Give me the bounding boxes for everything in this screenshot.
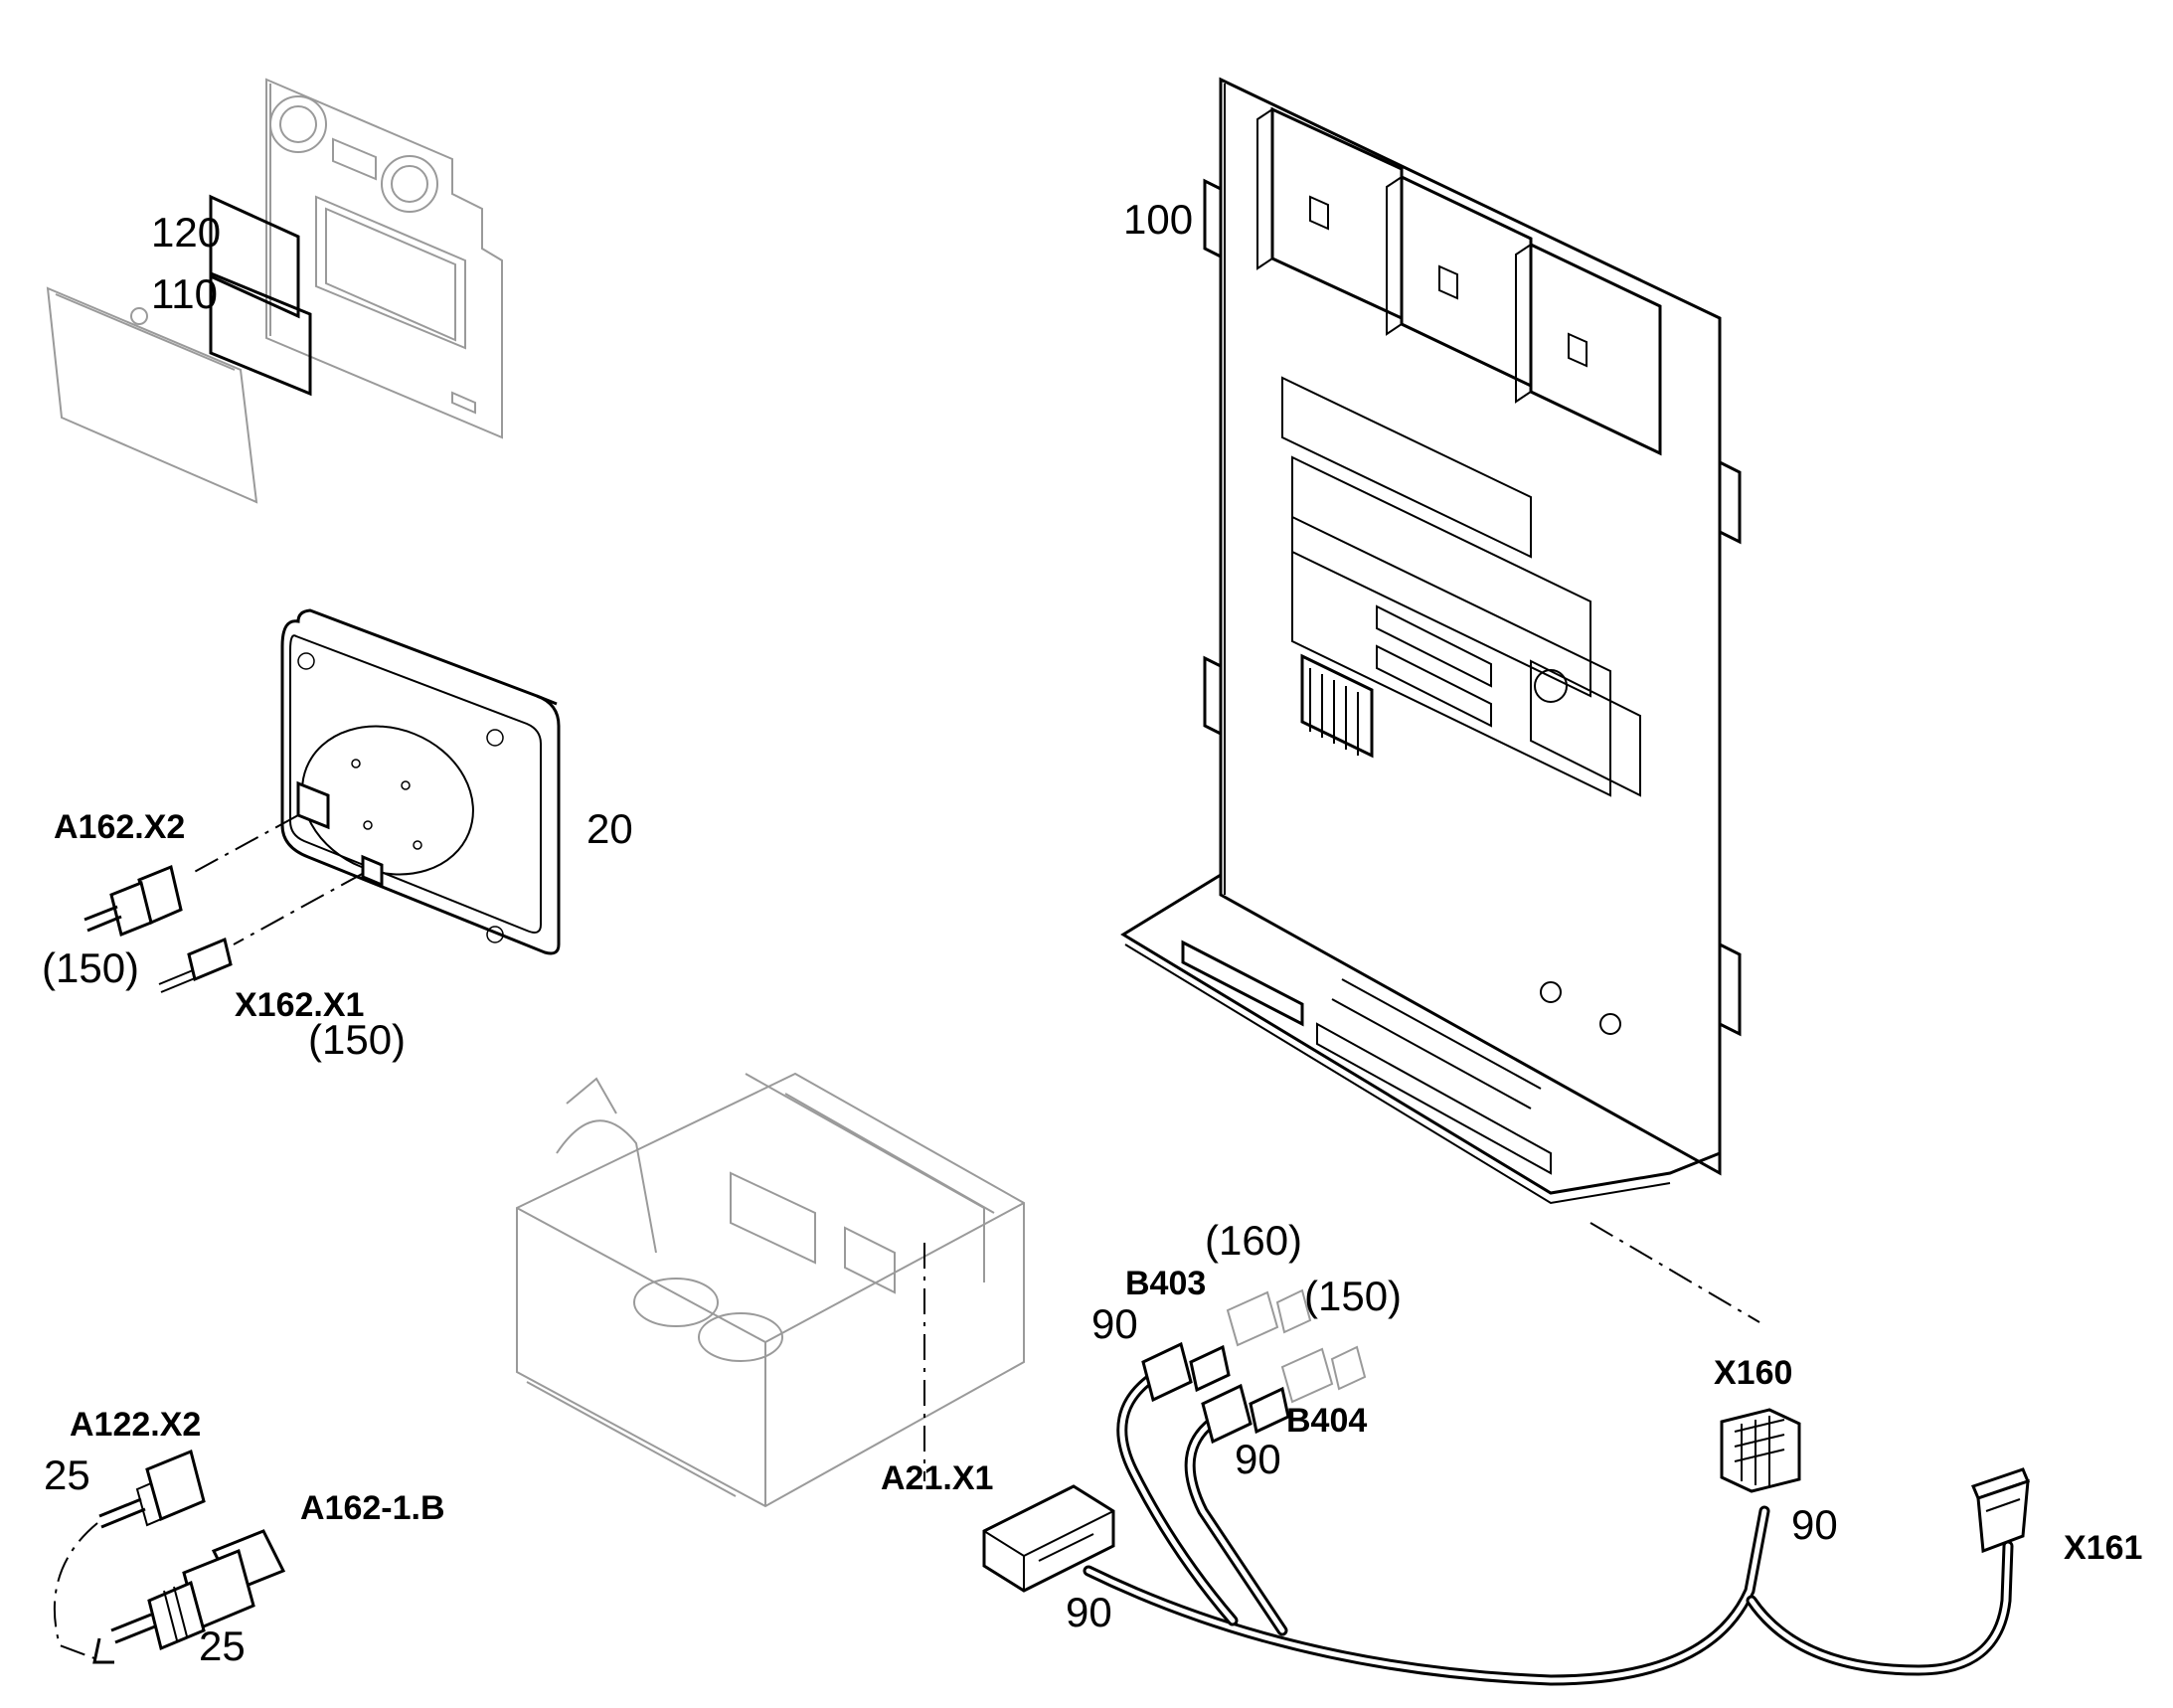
sensor-a122-x2-drawing bbox=[98, 1449, 206, 1529]
callout-150-left: (150) bbox=[42, 944, 139, 991]
callout-90-b404: 90 bbox=[1235, 1436, 1281, 1482]
callout-110: 110 bbox=[151, 270, 218, 317]
callout-90-b403: 90 bbox=[1091, 1300, 1138, 1347]
ecu-modules-drawing bbox=[1256, 106, 1662, 456]
insert-120-drawing bbox=[209, 194, 300, 319]
connector-x161-drawing bbox=[1970, 1467, 2031, 1554]
hvac-unit-drawing bbox=[516, 1072, 1025, 1508]
callout-100: 100 bbox=[1123, 196, 1193, 243]
connector-b403-drawing bbox=[1141, 1341, 1231, 1403]
panel-bezel-drawing bbox=[265, 78, 503, 439]
callout-x162-x1: X162.X1 bbox=[235, 986, 364, 1024]
callout-20: 20 bbox=[586, 805, 633, 852]
connector-x160-drawing bbox=[1720, 1408, 1801, 1493]
fuse-block-drawing bbox=[1181, 939, 1621, 1175]
sensor-a162-1b-drawing bbox=[92, 1529, 286, 1664]
display-unit-drawing bbox=[280, 608, 561, 955]
connector-x162-x1-drawing bbox=[158, 872, 365, 993]
callout-a21-x1: A21.X1 bbox=[881, 1459, 993, 1497]
callout-a162-1b: A162-1.B bbox=[300, 1489, 445, 1527]
callout-25-top: 25 bbox=[44, 1452, 90, 1498]
callout-a122-x2: A122.X2 bbox=[70, 1406, 201, 1444]
connector-160-drawing bbox=[1226, 1288, 1312, 1347]
callout-120: 120 bbox=[151, 209, 221, 256]
callout-150-x162: (150) bbox=[308, 1016, 406, 1063]
insert-110-drawing bbox=[209, 270, 312, 397]
callout-90-a21: 90 bbox=[1066, 1589, 1112, 1635]
connector-a162-x2-drawing bbox=[84, 814, 299, 938]
callout-25-bottom: 25 bbox=[199, 1623, 246, 1669]
callout-a162-x2: A162.X2 bbox=[54, 808, 185, 846]
panel-leader-line bbox=[1589, 1222, 1760, 1323]
callout-150-right: (150) bbox=[1304, 1273, 1402, 1319]
callout-b404: B404 bbox=[1286, 1402, 1367, 1440]
callout-b403: B403 bbox=[1125, 1265, 1206, 1302]
connector-b404-drawing bbox=[1201, 1383, 1290, 1445]
relay-board-drawing bbox=[1281, 376, 1641, 797]
callout-x161: X161 bbox=[2064, 1529, 2142, 1567]
control-panel-drawing bbox=[1120, 77, 1742, 1205]
callout-x160: X160 bbox=[1714, 1354, 1792, 1392]
connector-a21-x1-drawing bbox=[982, 1484, 1115, 1593]
cover-plate-drawing bbox=[46, 286, 258, 504]
sensor-link-line bbox=[53, 1522, 98, 1659]
wiring-harness-drawing bbox=[1083, 1371, 2014, 1686]
connector-150-right-drawing bbox=[1280, 1345, 1367, 1404]
callout-90-x160: 90 bbox=[1791, 1501, 1838, 1548]
callout-160: (160) bbox=[1205, 1217, 1302, 1264]
